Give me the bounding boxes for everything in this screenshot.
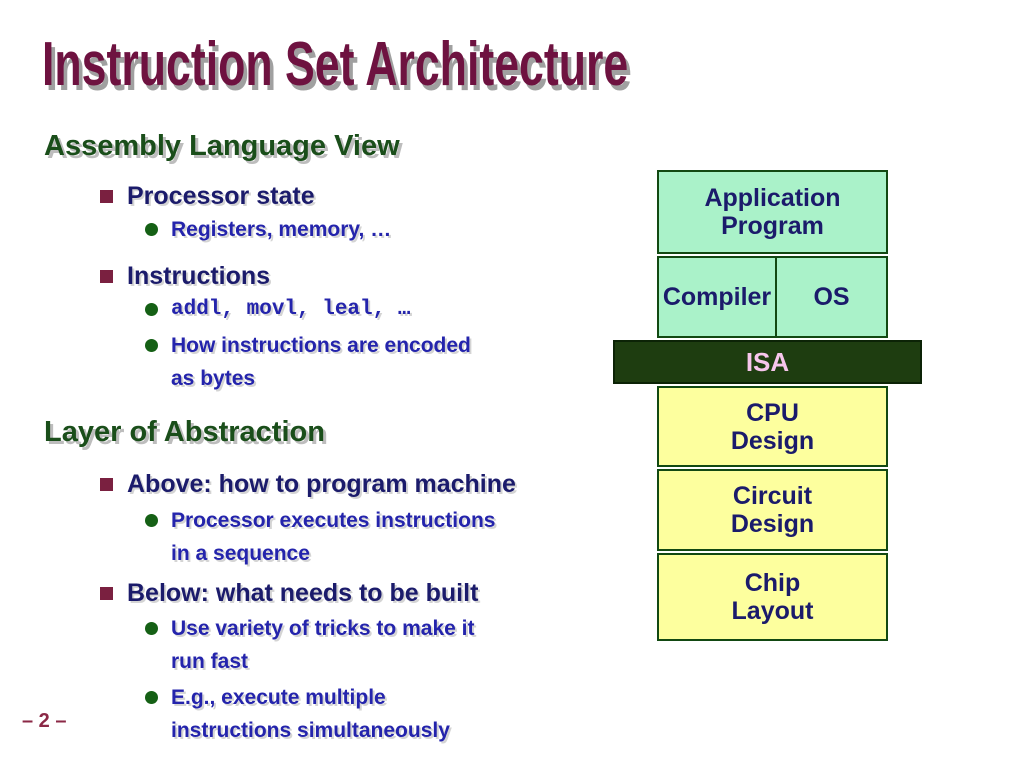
round-bullet-icon xyxy=(145,339,158,352)
bullet-text: Instructions xyxy=(127,262,271,290)
diagram-box-label: CPU Design xyxy=(730,398,815,455)
round-bullet-icon xyxy=(145,691,158,704)
square-bullet-icon xyxy=(100,587,113,600)
diagram-box-label: ISA xyxy=(745,347,790,377)
bullet-item: Processor executes instructions in a seq… xyxy=(145,504,495,570)
diagram-box-os: OS xyxy=(775,256,888,338)
round-bullet-icon xyxy=(145,622,158,635)
diagram-box-label: Compiler xyxy=(662,283,772,311)
bullet-item: Above: how to program machine xyxy=(100,470,516,498)
diagram-box-label: Circuit Design xyxy=(730,482,815,538)
diagram-box-label: OS xyxy=(813,283,850,311)
bullet-text: Use variety of tricks to make it run fas… xyxy=(171,617,475,673)
diagram-box-label: Application Program xyxy=(704,184,841,240)
bullet-item: Registers, memory, … xyxy=(145,213,391,246)
bullet-text: E.g., execute multiple instructions simu… xyxy=(171,686,450,742)
round-bullet-icon xyxy=(145,303,158,316)
bullet-item: Instructions xyxy=(100,262,270,290)
square-bullet-icon xyxy=(100,190,113,203)
bullet-text-code: addl, movl, leal, … xyxy=(171,298,411,321)
diagram-isa-bar: ISA xyxy=(613,340,922,384)
bullet-item: E.g., execute multiple instructions simu… xyxy=(145,681,450,747)
bullet-text: Above: how to program machine xyxy=(127,470,516,498)
diagram-box-circuit-design: Circuit Design xyxy=(657,469,888,551)
round-bullet-icon xyxy=(145,223,158,236)
diagram-box-application-program: Application Program xyxy=(657,170,888,254)
bullet-text: Processor executes instructions in a seq… xyxy=(171,509,496,565)
bullet-text: Processor state xyxy=(127,182,315,210)
section-heading-assembly-language-view: Assembly Language View xyxy=(44,130,400,162)
diagram-box-chip-layout: Chip Layout xyxy=(657,553,888,641)
bullet-text: How instructions are encoded as bytes xyxy=(171,334,471,390)
square-bullet-icon xyxy=(100,478,113,491)
diagram-box-label: Chip Layout xyxy=(731,569,814,625)
bullet-item: Processor state xyxy=(100,182,315,210)
section-heading-layer-of-abstraction: Layer of Abstraction xyxy=(44,416,325,448)
round-bullet-icon xyxy=(145,514,158,527)
page-number: – 2 – xyxy=(22,710,67,732)
diagram-box-cpu-design: CPU Design xyxy=(657,386,888,467)
bullet-item: Below: what needs to be built xyxy=(100,579,478,607)
bullet-item: How instructions are encoded as bytes xyxy=(145,329,471,395)
square-bullet-icon xyxy=(100,270,113,283)
bullet-item-code: addl, movl, leal, … xyxy=(145,293,410,326)
bullet-text: Below: what needs to be built xyxy=(127,579,479,607)
diagram-box-compiler: Compiler xyxy=(657,256,777,338)
slide-title: Instruction Set Architecture xyxy=(42,30,629,99)
bullet-item: Use variety of tricks to make it run fas… xyxy=(145,612,474,678)
bullet-text: Registers, memory, … xyxy=(171,218,392,241)
